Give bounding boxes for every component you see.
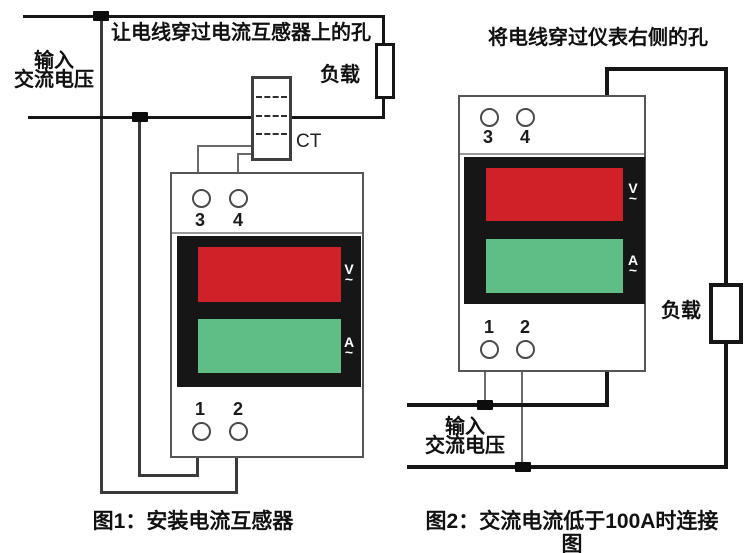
fig1-load-bottom-wire [382, 97, 385, 118]
fig1-wire-left-vertical [100, 16, 103, 494]
fig2-terminal3-label: 3 [482, 127, 493, 147]
fig2-terminal1-circle [480, 340, 499, 359]
fig1-wire-terminal2-horizontal [100, 491, 238, 494]
fig1-terminal1-circle [192, 422, 211, 441]
fig2-terminal1-label: 1 [483, 317, 494, 337]
fig2-display-bezel: V ~ A ~ [464, 157, 645, 304]
fig1-load-resistor [375, 43, 395, 99]
fig2-junction-second-line [515, 462, 531, 472]
fig2-voltage-unit-symbol: V ~ [624, 180, 642, 206]
fig1-instruction-text: 让电线穿过电流互感器上的孔 [111, 22, 371, 44]
fig1-terminal3-circle [192, 189, 211, 208]
fig1-top-supply-line [23, 15, 385, 18]
fig1-caption: 图1：安装电流互感器 [92, 510, 294, 533]
fig1-terminal2-label: 2 [232, 399, 243, 419]
fig1-amp-letter: A [343, 334, 355, 350]
fig2-load-label: 负载 [661, 300, 701, 322]
fig2-through-hole-wire-bottom-vertical [605, 372, 609, 407]
fig1-load-drop-wire [382, 15, 385, 45]
fig2-right-vertical-wire-upper [724, 67, 728, 285]
fig2-input-line1: 输入 [445, 416, 485, 438]
fig1-meter-divider [172, 232, 362, 234]
fig2-amp-letter: A [627, 252, 639, 268]
fig2-input-voltage-label: 输入 交流电压 [419, 416, 511, 457]
fig2-terminal4-circle [516, 108, 535, 127]
fig1-terminal4-label: 4 [232, 210, 243, 230]
fig2-volt-letter: V [628, 180, 638, 196]
fig1-ct-dashed-line-1 [256, 96, 287, 98]
fig2-terminal2-circle [516, 340, 535, 359]
fig2-caption: 图2：交流电流低于100A时连接图 [425, 510, 719, 553]
fig1-ct-wire-a-vertical [197, 145, 199, 172]
fig2-terminal2-wire [521, 372, 523, 467]
fig1-ct-wire-b-horizontal [237, 153, 253, 155]
fig2-first-supply-line [407, 403, 609, 407]
fig2-voltage-display [486, 168, 623, 221]
fig1-meter: 3 4 V ~ A ~ 1 2 [170, 172, 364, 458]
fig1-voltage-display [198, 247, 341, 302]
fig1-current-transformer [251, 76, 292, 161]
fig1-ct-dashed-line-3 [256, 133, 287, 135]
fig2-terminal2-label: 2 [519, 317, 530, 337]
fig2-terminal1-wire [484, 372, 486, 405]
fig1-terminal2-circle [229, 422, 248, 441]
fig1-second-supply-line [28, 116, 385, 119]
fig1-ct-label: CT [296, 131, 322, 152]
fig2-instruction-text: 将电线穿过仪表右侧的孔 [488, 27, 708, 49]
fig1-wire-terminal2-vertical [235, 458, 238, 494]
fig2-junction-first-line [477, 400, 493, 410]
fig2-current-display [486, 239, 623, 293]
fig2-terminal4-label: 4 [519, 127, 530, 147]
fig1-junction-second [132, 112, 148, 122]
fig1-input-line1: 输入 [34, 50, 74, 72]
fig2-current-unit-symbol: A ~ [624, 252, 642, 278]
fig2-input-line2: 交流电压 [425, 435, 505, 457]
fig1-amp-ac-tilde: ~ [344, 344, 354, 360]
fig1-wire-terminal1-vertical [196, 458, 199, 477]
fig1-wire-terminal1-horizontal [138, 474, 199, 477]
fig2-second-supply-line [407, 465, 728, 469]
fig2-through-hole-wire-top-vertical [605, 67, 609, 96]
fig2-right-vertical-wire-lower [724, 342, 728, 469]
fig1-terminal3-label: 3 [194, 210, 205, 230]
fig1-current-unit-symbol: A ~ [340, 334, 358, 360]
fig2-load-resistor [709, 283, 743, 344]
fig2-meter-divider [460, 153, 644, 155]
fig1-input-line2: 交流电压 [14, 69, 94, 91]
fig1-ct-dashed-line-2 [256, 115, 287, 117]
fig1-ct-wire-a-horizontal [197, 145, 253, 147]
fig1-junction-top [93, 11, 109, 21]
fig2-terminal3-circle [480, 108, 499, 127]
fig1-input-voltage-label: 输入 交流电压 [8, 50, 100, 91]
figure1-diagram: CT 3 4 V ~ A ~ 1 2 [8, 11, 395, 533]
fig2-volt-ac-tilde: ~ [628, 190, 638, 206]
fig2-amp-ac-tilde: ~ [628, 262, 638, 278]
fig1-load-label: 负载 [320, 64, 360, 86]
fig1-terminal4-circle [229, 189, 248, 208]
fig2-top-horizontal-wire [605, 67, 728, 71]
fig1-voltage-unit-symbol: V ~ [340, 261, 358, 287]
fig1-volt-letter: V [344, 261, 354, 277]
fig1-display-bezel: V ~ A ~ [177, 236, 361, 387]
fig1-terminal1-label: 1 [194, 399, 205, 419]
fig1-ct-wire-b-vertical [237, 153, 239, 172]
fig1-volt-ac-tilde: ~ [344, 271, 354, 287]
fig2-meter: 3 4 V ~ A ~ 1 2 [458, 95, 646, 372]
fig1-current-display [198, 319, 341, 373]
fig1-wire-mid-vertical [138, 117, 141, 477]
